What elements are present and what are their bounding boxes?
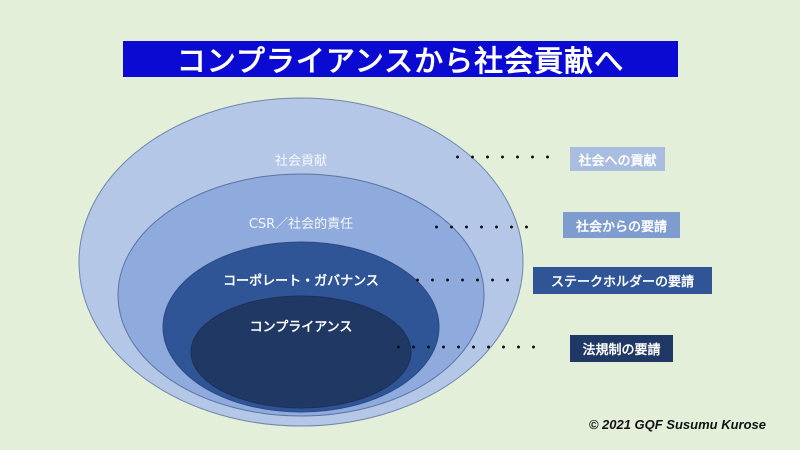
ring-label-compliance: コンプライアンス [249, 320, 353, 335]
tag-social-contribution: 社会への貢献 [570, 147, 665, 171]
dotted-leader-1 [450, 155, 560, 159]
tag-legal-demand: 法規制の要請 [570, 335, 673, 362]
copyright-text: © 2021 GQF Susumu Kurose [588, 417, 766, 432]
tag-social-demand: 社会からの要請 [563, 212, 680, 238]
dotted-leader-2 [429, 225, 539, 229]
dotted-leader-3 [410, 278, 520, 282]
ring-label-csr: CSR／社会的責任 [248, 217, 354, 232]
ring-label-social-contribution: 社会貢献 [274, 154, 328, 169]
dotted-leader-4 [391, 345, 546, 349]
slide-title: コンプライアンスから社会貢献へ [123, 41, 678, 78]
tag-stakeholder-demand: ステークホルダーの要請 [533, 267, 712, 294]
ring-label-corporate-governance: コーポレート・ガバナンス [223, 274, 379, 289]
ring-compliance [190, 295, 412, 409]
